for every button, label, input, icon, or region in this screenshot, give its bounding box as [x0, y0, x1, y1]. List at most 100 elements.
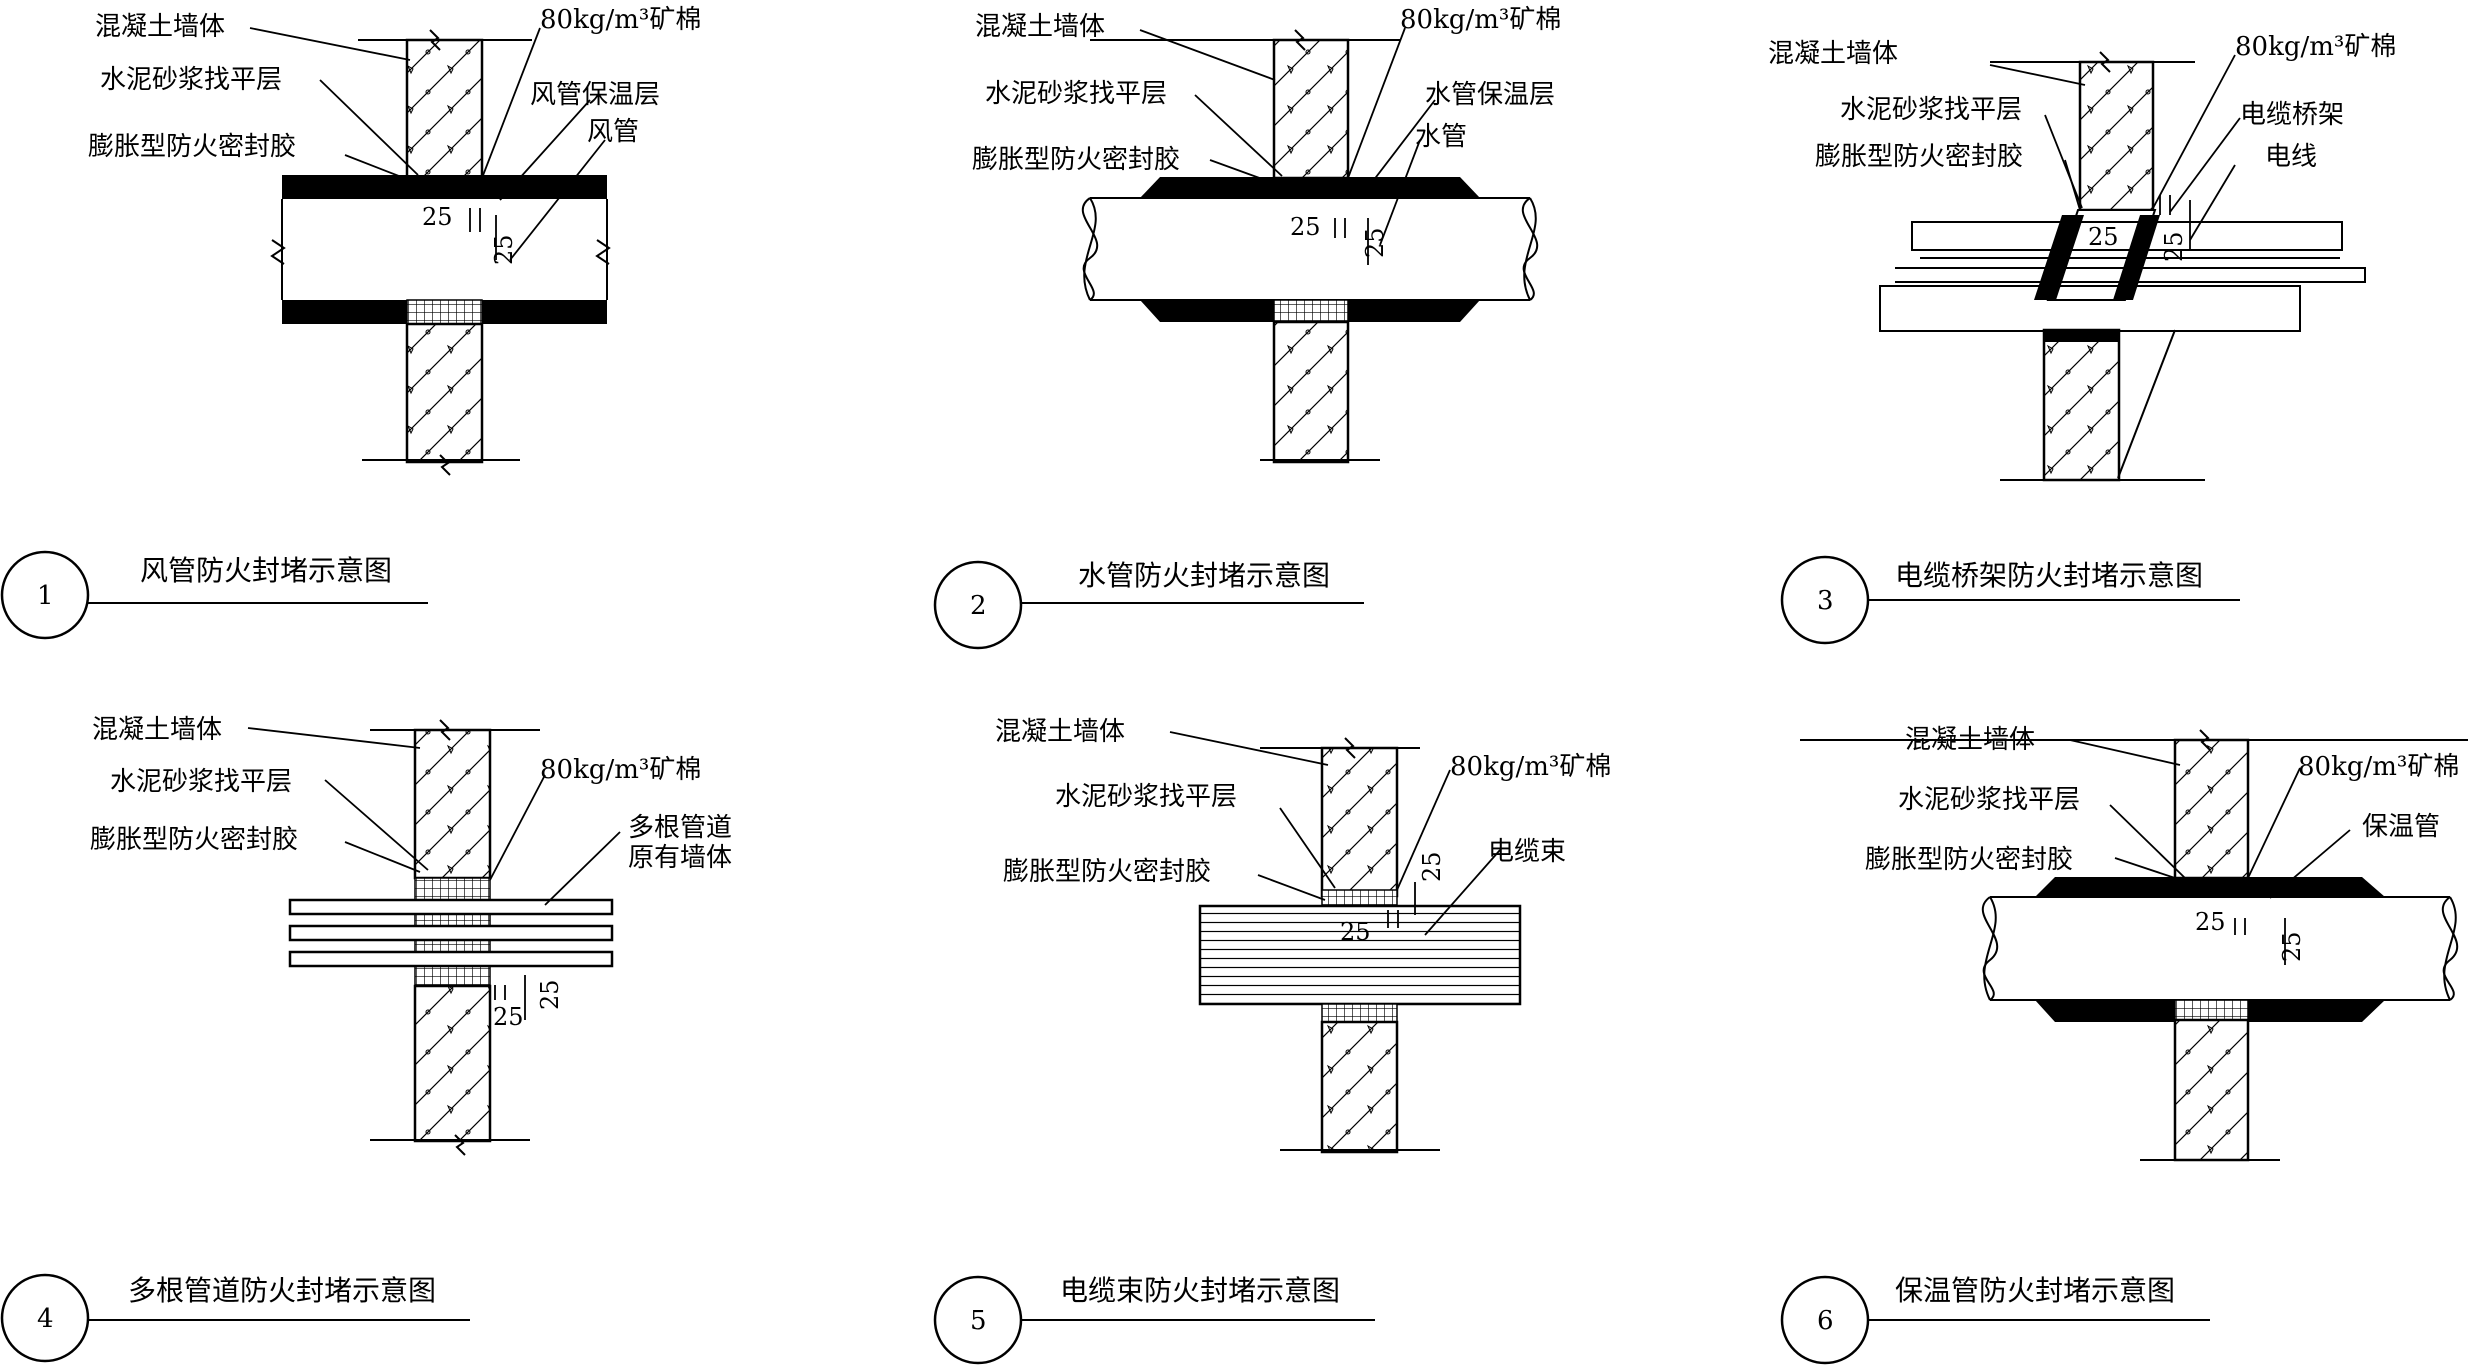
caption-panel-5: 5 电缆束防火封堵示意图 — [933, 1274, 1375, 1365]
pipes — [288, 898, 614, 968]
duct-insulation-upper — [282, 175, 607, 199]
panel-3-cable-tray: 混凝土墙体 水泥砂浆找平层 膨胀型防火密封胶 80kg/m³矿棉 电缆桥架 电线… — [1768, 32, 2396, 645]
label-mortar: 水泥砂浆找平层 — [110, 767, 292, 797]
panel-number-circle — [0, 1273, 90, 1363]
dim-h: 25 — [422, 203, 453, 231]
wall-upper — [1090, 29, 1400, 180]
dim-h: 25 — [1290, 213, 1321, 241]
label-wall: 混凝土墙体 — [1905, 725, 2035, 755]
wall-lower — [2140, 1018, 2280, 1162]
panel-caption: 多根管道防火封堵示意图 — [128, 1274, 436, 1307]
label-sealant: 膨胀型防火密封胶 — [1865, 845, 2073, 875]
wool-fill-lower — [1321, 1003, 1398, 1023]
pipe-insulation-upper — [2035, 877, 2385, 897]
panel-number: 6 — [1817, 1306, 1834, 1336]
cable-bundle — [1198, 904, 1522, 1006]
panel-caption: 电缆桥架防火封堵示意图 — [1895, 559, 2203, 592]
label-bundle: 电缆束 — [1488, 837, 1566, 867]
panel-number: 4 — [37, 1304, 54, 1334]
wall-upper — [370, 719, 540, 880]
label-wall: 混凝土墙体 — [1768, 39, 1898, 69]
wall-lower — [362, 322, 520, 476]
panel-number: 2 — [970, 591, 987, 621]
label-insulation: 风管保温层 — [530, 80, 660, 110]
dim-h: 25 — [493, 1003, 524, 1031]
label-wall: 混凝土墙体 — [95, 12, 225, 42]
caption-panel-1: 1 风管防火封堵示意图 — [0, 550, 428, 640]
wall-lower — [2000, 328, 2205, 482]
label-sealant: 膨胀型防火密封胶 — [90, 825, 298, 855]
label-wool: 80kg/m³矿棉 — [1450, 752, 1611, 782]
panel-1-duct: 混凝土墙体 水泥砂浆找平层 膨胀型防火密封胶 80kg/m³矿棉 风管保温层 风… — [0, 5, 701, 640]
label-wool: 80kg/m³矿棉 — [540, 755, 701, 785]
wool-fill-lower — [2174, 999, 2249, 1021]
label-wool: 80kg/m³矿棉 — [2298, 752, 2459, 782]
panel-caption: 电缆束防火封堵示意图 — [1060, 1274, 1340, 1307]
panel-number: 3 — [1817, 586, 1834, 616]
leader-lines — [1139, 27, 1436, 265]
leader-lines — [1169, 731, 1501, 936]
label-pipes: 多根管道 — [628, 813, 732, 843]
caption-panel-2: 2 水管防火封堵示意图 — [933, 559, 1364, 650]
dim-h: 25 — [2195, 908, 2226, 936]
panel-2-water-pipe: 混凝土墙体 水泥砂浆找平层 膨胀型防火密封胶 80kg/m³矿棉 水管保温层 水… — [933, 5, 1561, 650]
panel-caption: 保温管防火封堵示意图 — [1895, 1274, 2175, 1307]
label-wire: 电线 — [2265, 142, 2317, 172]
label-mortar: 水泥砂浆找平层 — [1840, 95, 2022, 125]
pipe-insulation-upper — [1140, 177, 1480, 198]
panel-caption: 风管防火封堵示意图 — [140, 554, 392, 587]
label-sealant: 膨胀型防火密封胶 — [1003, 857, 1211, 887]
wall-lower — [1280, 1020, 1440, 1154]
label-wool: 80kg/m³矿棉 — [2235, 32, 2396, 62]
panel-number-circle — [0, 550, 90, 640]
label-pipe: 保温管 — [2362, 812, 2440, 842]
leader-lines — [1989, 54, 2241, 250]
label-mortar: 水泥砂浆找平层 — [1055, 782, 1237, 812]
label-pipe: 风管 — [587, 117, 639, 147]
panel-caption: 水管防火封堵示意图 — [1078, 559, 1330, 592]
label-wool: 80kg/m³矿棉 — [540, 5, 701, 35]
leader-lines — [2069, 739, 2351, 965]
wool-fill-lower — [1273, 299, 1349, 323]
wall-lower — [1260, 320, 1380, 464]
dim-v: 25 — [2278, 931, 2306, 962]
label-sealant: 膨胀型防火密封胶 — [1815, 142, 2023, 172]
caption-panel-3: 3 电缆桥架防火封堵示意图 — [1780, 555, 2240, 645]
dim-v: 25 — [2160, 231, 2188, 262]
panel-4-multiple-pipes: 混凝土墙体 水泥砂浆找平层 膨胀型防火密封胶 80kg/m³矿棉 多根管道 原有… — [0, 715, 732, 1363]
label-wall: 混凝土墙体 — [975, 12, 1105, 42]
panel-number-circle — [933, 560, 1023, 650]
wall-upper — [1260, 737, 1420, 898]
panel-5-cable-bundle: 混凝土墙体 水泥砂浆找平层 膨胀型防火密封胶 80kg/m³矿棉 电缆束 25 … — [933, 717, 1611, 1365]
dim-h: 25 — [1340, 918, 1371, 946]
panel-number: 5 — [970, 1306, 987, 1336]
label-tray: 电缆桥架 — [2240, 100, 2344, 130]
dim-h: 25 — [2088, 223, 2119, 251]
label-wool: 80kg/m³矿棉 — [1400, 5, 1561, 35]
caption-panel-4: 4 多根管道防火封堵示意图 — [0, 1273, 470, 1363]
label-existing: 原有墙体 — [628, 843, 732, 873]
leader-lines — [247, 727, 621, 1020]
wall-upper — [358, 29, 532, 180]
leader-lines — [249, 27, 606, 261]
panel-6-insulated-pipe: 混凝土墙体 水泥砂浆找平层 膨胀型防火密封胶 80kg/m³矿棉 保温管 25 … — [1780, 725, 2468, 1365]
dim-v: 25 — [536, 979, 564, 1010]
dim-v: 25 — [1418, 851, 1446, 882]
wall-upper — [1990, 51, 2195, 212]
panel-number: 1 — [37, 581, 54, 611]
label-mortar: 水泥砂浆找平层 — [985, 79, 1167, 109]
label-wall: 混凝土墙体 — [995, 717, 1125, 747]
caption-panel-6: 6 保温管防火封堵示意图 — [1780, 1274, 2210, 1365]
dim-v: 25 — [1361, 227, 1389, 258]
wall-lower — [370, 984, 530, 1156]
dim-v: 25 — [490, 234, 518, 265]
label-sealant: 膨胀型防火密封胶 — [972, 145, 1180, 175]
label-mortar: 水泥砂浆找平层 — [100, 65, 282, 95]
label-mortar: 水泥砂浆找平层 — [1898, 785, 2080, 815]
label-insulation: 水管保温层 — [1425, 80, 1555, 110]
label-pipe: 水管 — [1415, 122, 1467, 152]
wool-fill-lower — [406, 299, 483, 325]
label-sealant: 膨胀型防火密封胶 — [88, 132, 296, 162]
wall-upper — [1800, 729, 2468, 880]
